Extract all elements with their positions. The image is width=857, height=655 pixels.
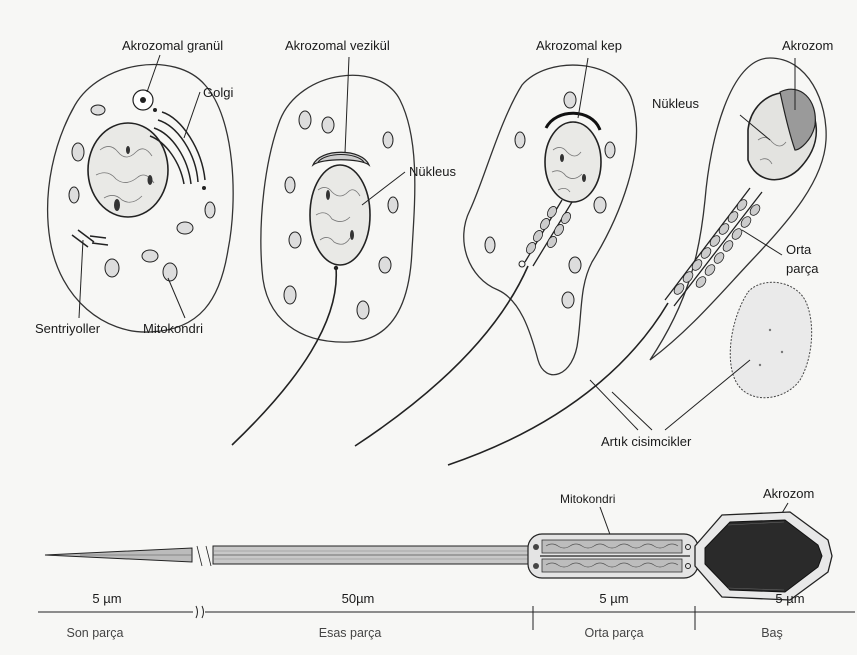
scale-measure-bas: 5 µm	[775, 591, 804, 606]
label-mitokondri-bottom: Mitokondri	[560, 492, 615, 506]
stage-3-cell	[355, 65, 636, 446]
stage-2-cell	[232, 75, 415, 445]
mature-spermatozoon	[45, 512, 832, 600]
label-akrozom-top: Akrozom	[782, 38, 833, 53]
acrosomal-granule	[133, 90, 153, 110]
label-sentriyoller: Sentriyoller	[35, 321, 101, 336]
stage-1-cell	[48, 65, 234, 333]
label-parca: parça	[786, 261, 819, 276]
label-nukleus-stage4: Nükleus	[652, 96, 699, 111]
stage-2-nucleus	[310, 165, 370, 265]
stage-3-midpiece	[525, 200, 573, 266]
residual-body	[730, 282, 811, 397]
mid-piece	[528, 534, 698, 578]
label-akrozomal-vezikul: Akrozomal vezikül	[285, 38, 390, 53]
scale-measure-esas: 50µm	[342, 591, 375, 606]
label-artik-cisimcikler: Artık cisimcikler	[601, 434, 692, 449]
stage-3-flagellum	[355, 266, 528, 446]
acrosomal-vesicle	[313, 152, 369, 165]
label-mitokondri-top: Mitokondri	[143, 321, 203, 336]
leader-lines	[79, 55, 795, 540]
scale-measure-son: 5 µm	[92, 591, 121, 606]
label-akrozomal-granul: Akrozomal granül	[122, 38, 223, 53]
stage-3-nucleus	[545, 122, 601, 202]
scale-name-bas: Baş	[761, 626, 783, 640]
scale-name-orta: Orta parça	[584, 626, 643, 640]
sperm-head	[695, 512, 832, 600]
scale-measure-orta: 5 µm	[599, 591, 628, 606]
label-orta: Orta	[786, 242, 812, 257]
stage-1-nucleus	[88, 123, 168, 217]
stage-4-midpiece	[665, 188, 762, 306]
scale-name-son: Son parça	[67, 626, 124, 640]
scale-bar	[38, 606, 855, 630]
stage-4-nucleus	[748, 89, 816, 180]
centrioles	[72, 230, 108, 247]
scale-name-esas: Esas parça	[319, 626, 382, 640]
label-golgi: Golgi	[203, 85, 233, 100]
label-nukleus-stage2: Nükleus	[409, 164, 456, 179]
label-akrozom-bottom: Akrozom	[763, 486, 814, 501]
label-akrozomal-kep: Akrozomal kep	[536, 38, 622, 53]
